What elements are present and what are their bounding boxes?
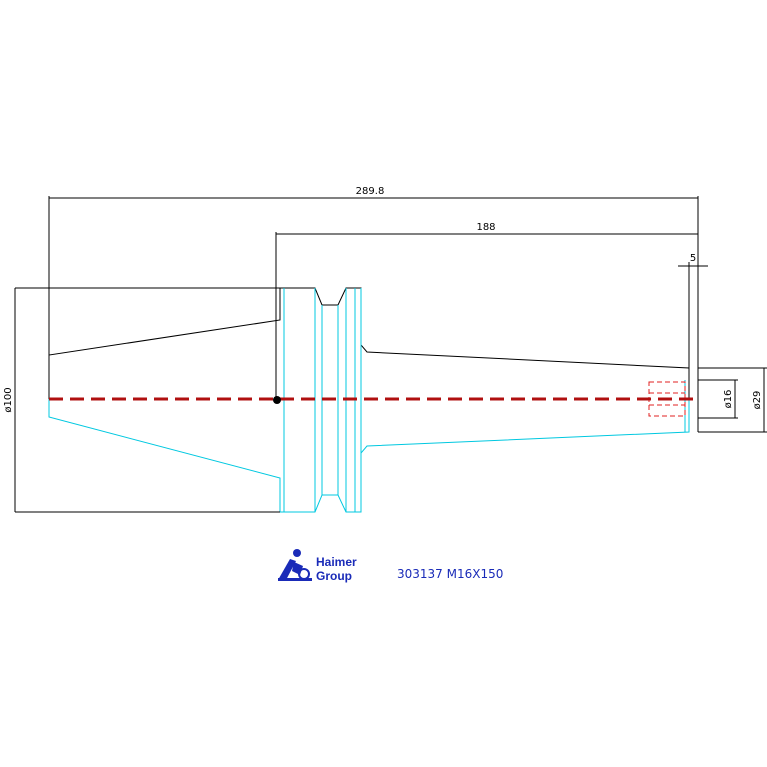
tip-diameter-label: ø29 [752,391,763,410]
company-logo: Haimer Group [278,549,357,583]
tip-length-label: 5 [690,253,696,264]
logo-figure-icon [278,549,312,581]
bore-diameter-label: ø16 [723,390,734,409]
dimension-lines [14,196,767,512]
logo-line1: Haimer [316,555,357,569]
part-number-label: 303137 M16X150 [397,567,503,581]
projection-length-label: 188 [476,222,495,233]
upper-profile [15,287,690,399]
logo-line2: Group [316,569,352,583]
overall-length-label: 289.8 [356,186,385,197]
gauge-point-marker [273,396,281,404]
flange-diameter-label: ø100 [3,387,14,412]
